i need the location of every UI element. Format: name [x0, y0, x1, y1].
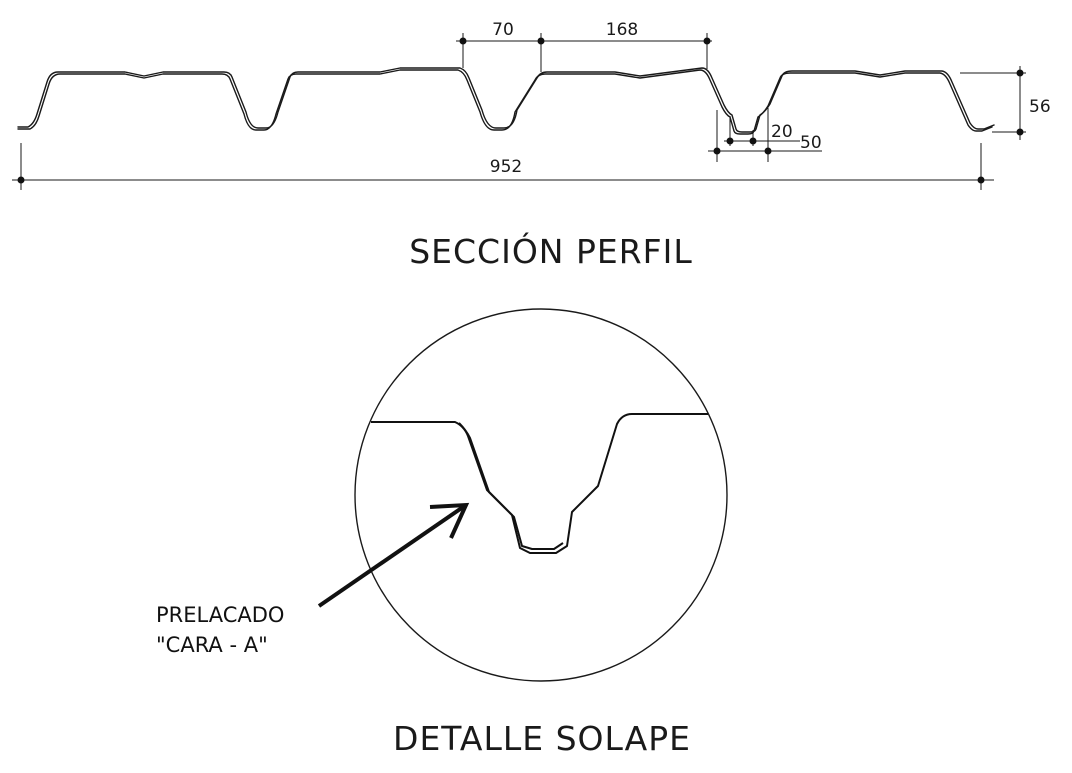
overlap-detail: PRELACADO "CARA - A" DETALLE SOLAPE: [156, 308, 728, 758]
dim-label-952: 952: [490, 157, 522, 177]
profile-section: 70 168 56 20 50 952 SECCIÓN PERFIL: [12, 20, 1051, 271]
dim-label-20: 20: [771, 122, 793, 142]
dim-point: [459, 37, 467, 45]
profile-outline-bottom: [17, 67, 995, 133]
dim-point: [1016, 128, 1024, 136]
callout-arrow-head: [429, 502, 470, 539]
dim-point: [749, 137, 757, 145]
dim-point: [537, 37, 545, 45]
dim-label-50: 50: [800, 133, 822, 153]
profile-section-title: SECCIÓN PERFIL: [409, 231, 693, 271]
detail-profile-outer: [371, 413, 708, 554]
dim-point: [17, 176, 25, 184]
dim-label-56: 56: [1029, 97, 1051, 117]
overlap-detail-title: DETALLE SOLAPE: [393, 719, 691, 758]
dim-point: [1016, 69, 1024, 77]
dim-point: [713, 147, 721, 155]
dim-label-168: 168: [606, 20, 638, 40]
callout-arrow-shaft: [317, 503, 468, 608]
dim-point: [726, 137, 734, 145]
callout-label-line1: PRELACADO: [156, 603, 284, 627]
detail-circle: [354, 308, 728, 682]
dim-label-70: 70: [492, 20, 514, 40]
dim-point: [977, 176, 985, 184]
profile-outline-top: [17, 69, 993, 135]
callout-label-line2: "CARA - A": [156, 633, 268, 657]
dim-point: [703, 37, 711, 45]
dim-point: [764, 147, 772, 155]
detail-profile-inner: [458, 422, 564, 550]
